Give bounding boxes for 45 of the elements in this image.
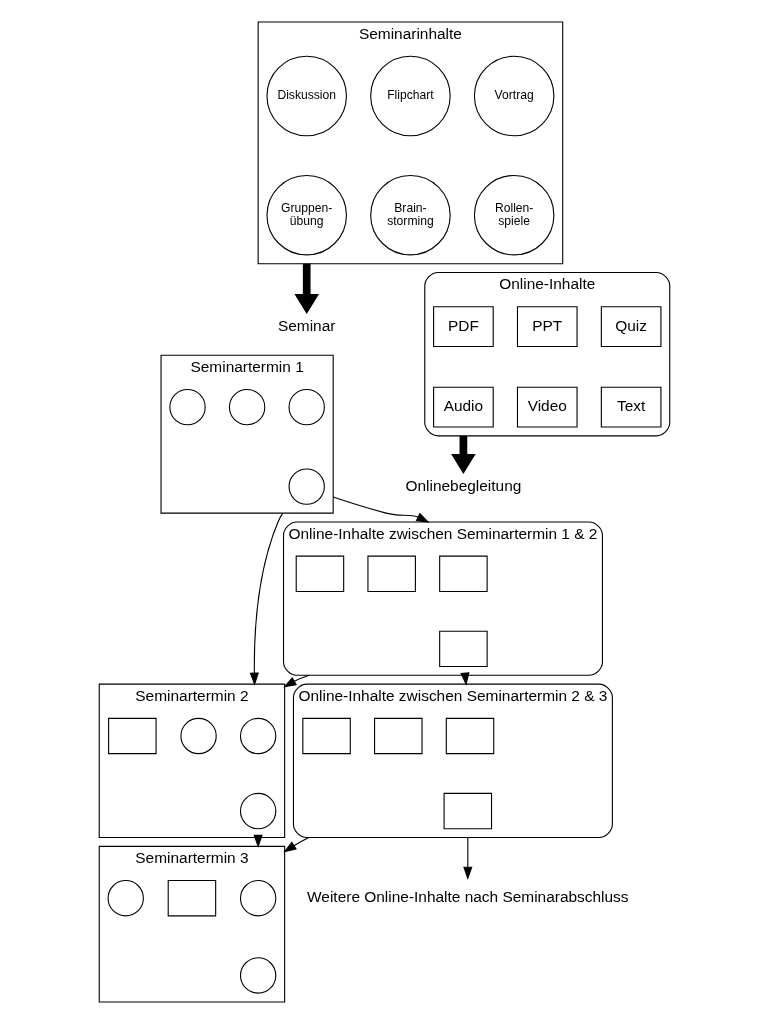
node-circle (239, 957, 276, 994)
node-box: PDF (432, 306, 494, 348)
node-circle (288, 468, 325, 505)
node-box: Audio (432, 386, 494, 428)
cluster: Seminartermin 3 (98, 845, 285, 1003)
node-circle: Brain- storming (369, 174, 451, 256)
node-circle (239, 717, 276, 755)
cluster: Online-Inhalte zwischen Seminartermin 2 & 3 (292, 683, 613, 839)
node-box (295, 555, 344, 592)
arrow (450, 435, 476, 475)
node-circle: Diskussion (265, 55, 347, 137)
node-box (373, 717, 423, 755)
node-box: Quiz (600, 306, 661, 348)
node-circle (288, 388, 325, 426)
node-circle (239, 880, 276, 917)
node-circle (228, 388, 265, 426)
node-circle (239, 792, 276, 830)
arrow (332, 496, 430, 523)
node-circle: Flipchart (369, 55, 451, 137)
arrow (282, 837, 309, 853)
arrow (282, 674, 310, 688)
node-text: Weitere Online-Inhalte nach Seminarabschluss (306, 888, 629, 906)
node-box: Text (600, 386, 661, 428)
cluster: Online-Inhalte zwischen Seminartermin 1 & 2 (282, 521, 603, 676)
node-circle (179, 717, 217, 755)
node-box (301, 717, 351, 755)
node-box: PPT (516, 306, 578, 348)
node-circle (168, 388, 206, 426)
node-box (443, 792, 492, 830)
node-circle (107, 880, 144, 917)
cluster: Seminartermin 1 (160, 354, 334, 514)
node-box (167, 880, 216, 917)
node-box: Video (516, 386, 578, 428)
node-text: Onlinebegleitung (404, 476, 521, 494)
node-circle: Vortrag (473, 55, 554, 137)
node-box (445, 717, 494, 755)
cluster: Seminartermin 2 (98, 683, 285, 839)
node-text: Seminar (277, 316, 335, 334)
arrow (462, 837, 472, 880)
node-circle: Rollen- spiele (473, 174, 554, 256)
node-circle: Gruppen- übung (265, 174, 347, 256)
node-box (107, 717, 157, 755)
node-box (438, 555, 488, 592)
node-box (438, 630, 488, 668)
node-box (366, 555, 416, 592)
